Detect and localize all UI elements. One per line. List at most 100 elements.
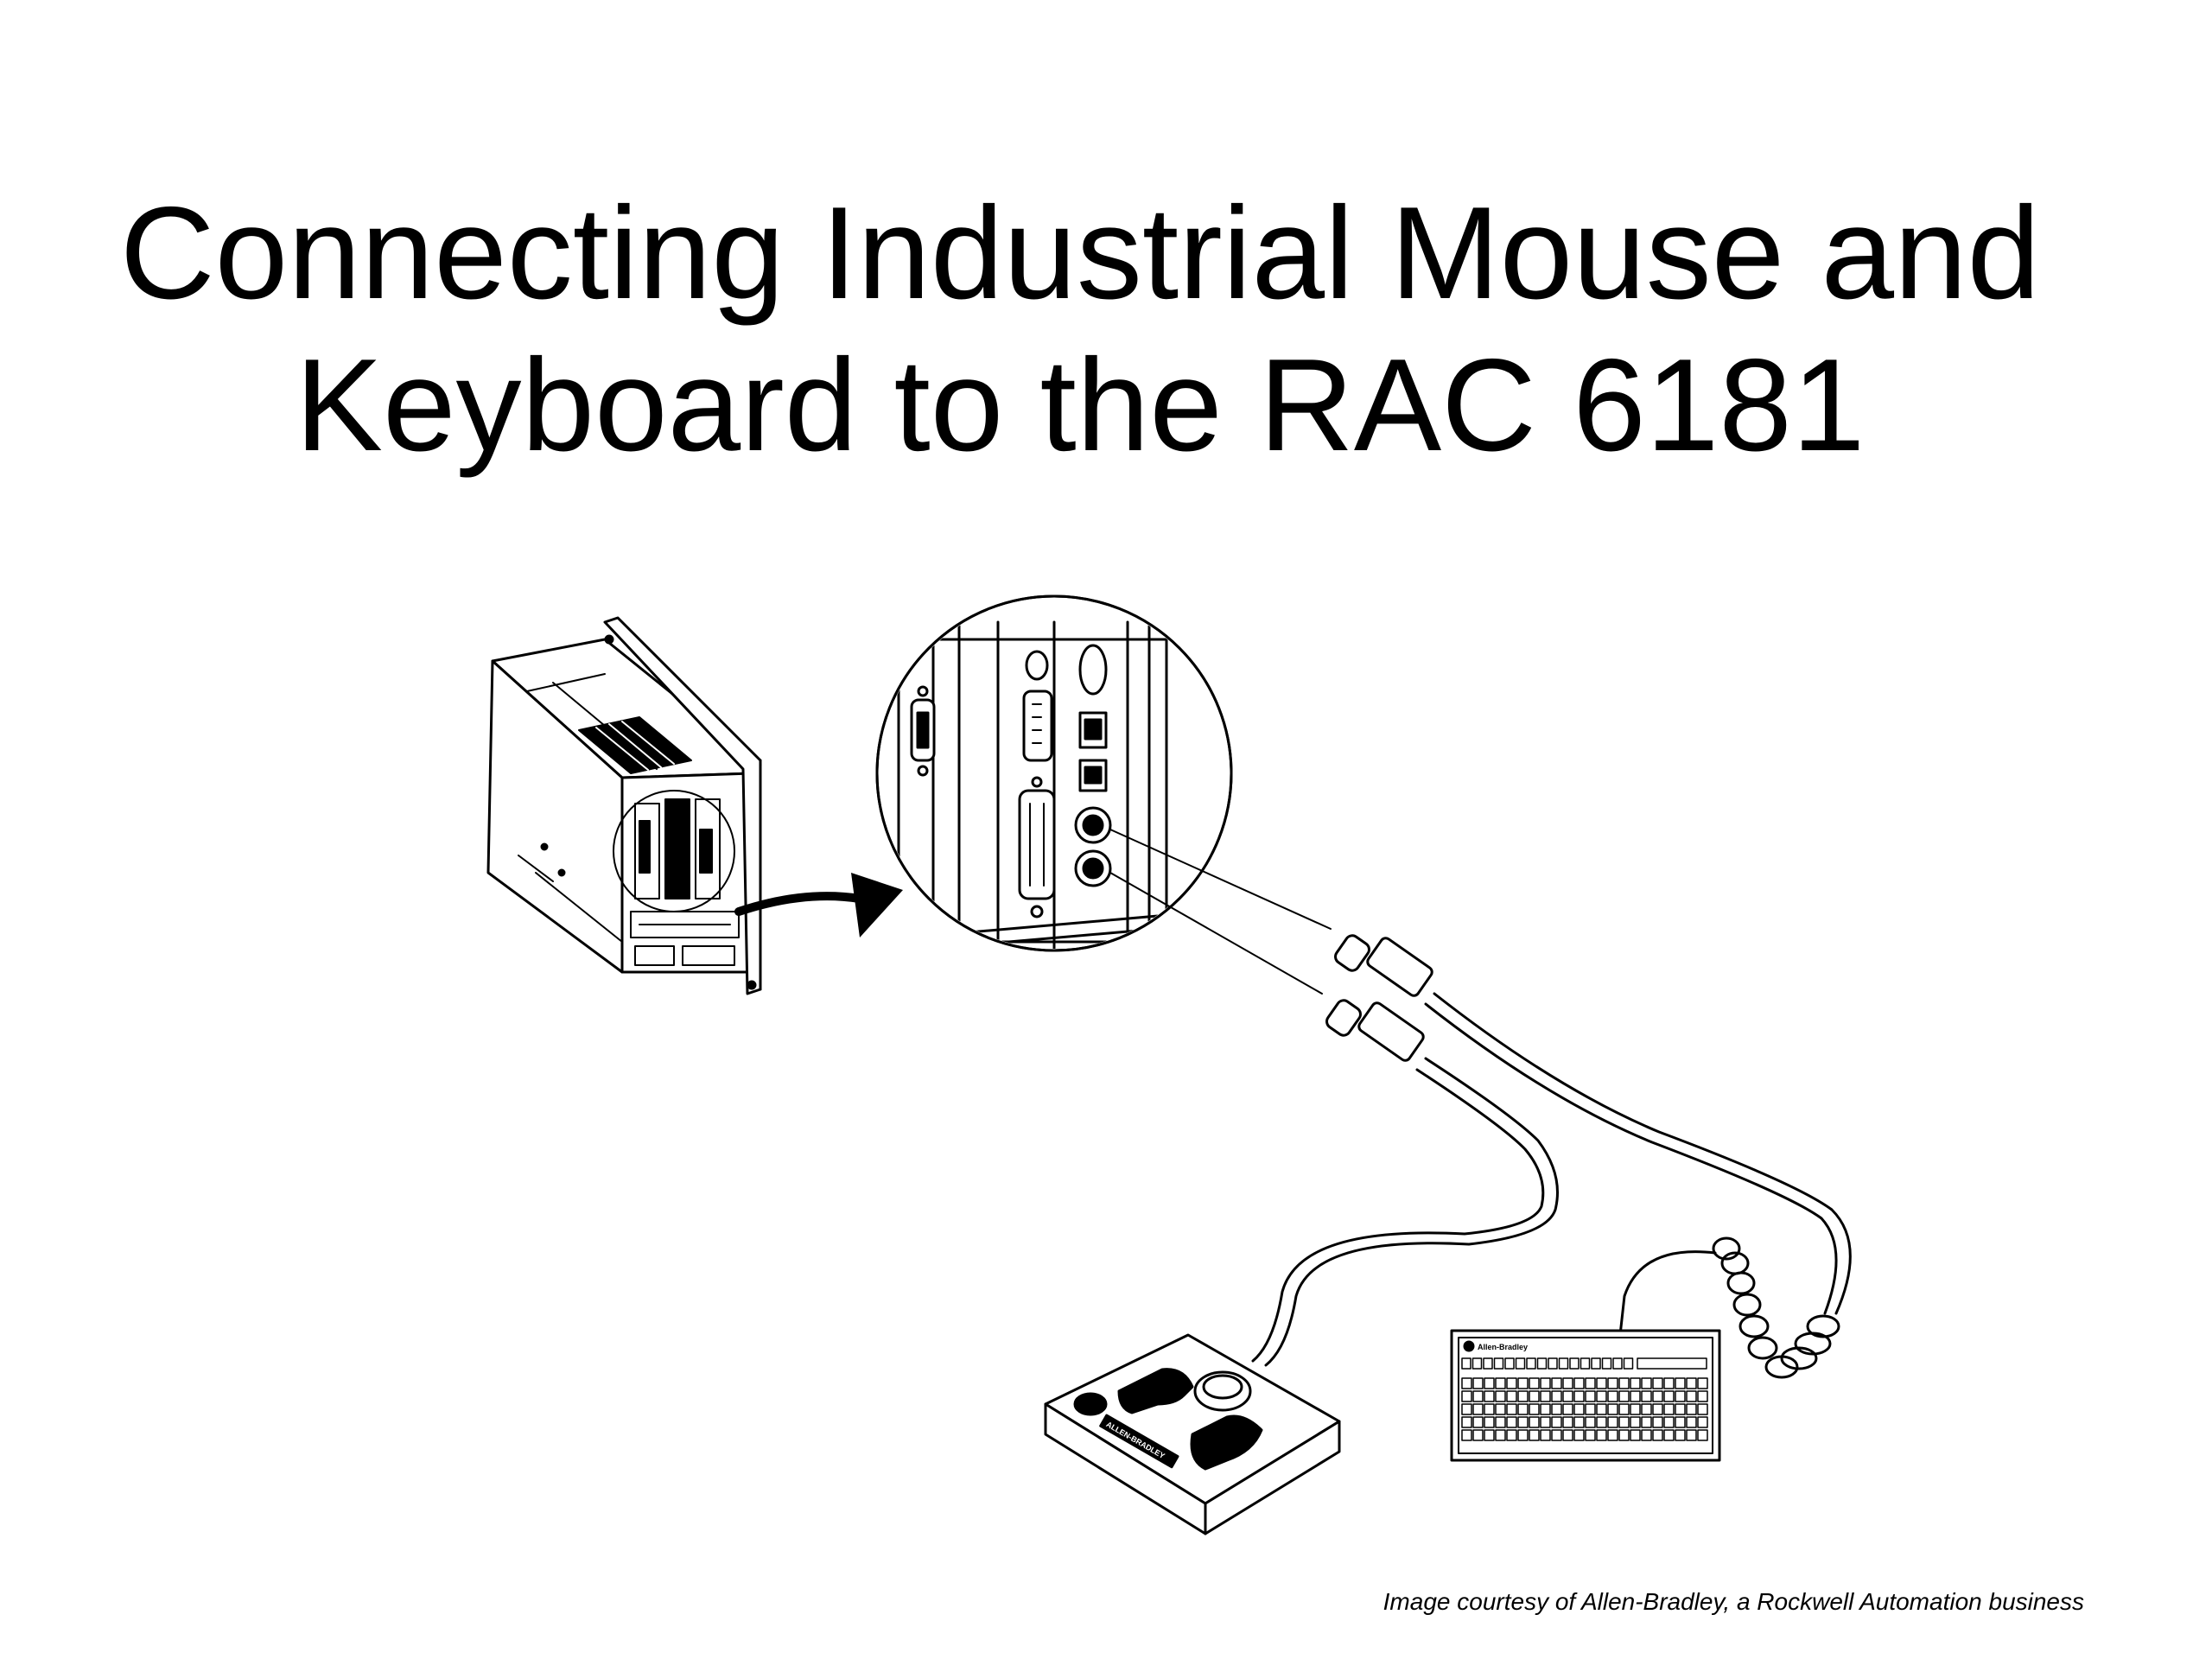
keyboard-key [1686, 1429, 1697, 1441]
keyboard-key [1686, 1390, 1697, 1402]
keyboard-key [1652, 1390, 1663, 1402]
keyboard-key [1663, 1416, 1675, 1428]
keyboard-key [1675, 1390, 1686, 1402]
keyboard-key [1529, 1403, 1540, 1415]
keyboard-function-key [1536, 1357, 1548, 1370]
keyboard-key [1585, 1390, 1596, 1402]
keyboard-key [1529, 1377, 1540, 1389]
keyboard-key [1585, 1416, 1596, 1428]
keyboard-key [1472, 1403, 1484, 1415]
keyboard-function-key [1623, 1357, 1634, 1370]
keyboard-key [1618, 1390, 1630, 1402]
keyboard-key [1618, 1377, 1630, 1389]
keyboard-function-key [1601, 1357, 1612, 1370]
keyboard-key [1517, 1377, 1529, 1389]
keyboard-key [1697, 1390, 1708, 1402]
keyboard-key [1517, 1429, 1529, 1441]
ps2-port-keyboard [1074, 806, 1112, 844]
keyboard-logo-text: Allen-Bradley [1478, 1343, 1528, 1351]
keyboard-key [1675, 1416, 1686, 1428]
keyboard-key [1607, 1377, 1618, 1389]
keyboard-key [1472, 1377, 1484, 1389]
keyboard-key [1630, 1390, 1641, 1402]
keyboard-key [1663, 1403, 1675, 1415]
keyboard-cable [1424, 992, 1852, 1379]
keyboard-key [1585, 1377, 1596, 1389]
keyboard-key [1697, 1416, 1708, 1428]
keyboard-key [1573, 1403, 1585, 1415]
zoom-arrow [734, 873, 903, 938]
keyboard-function-key [1504, 1357, 1515, 1370]
keyboard-key [1529, 1390, 1540, 1402]
keyboard-key [1573, 1416, 1585, 1428]
keyboard-key [1641, 1416, 1652, 1428]
keyboard-key [1506, 1416, 1517, 1428]
keyboard-key [1596, 1390, 1607, 1402]
keyboard-key [1540, 1390, 1551, 1402]
keyboard-key [1585, 1403, 1596, 1415]
keyboard-key [1663, 1390, 1675, 1402]
keyboard-key [1484, 1416, 1495, 1428]
keyboard-key [1517, 1390, 1529, 1402]
keyboard-function-key [1612, 1357, 1623, 1370]
keyboard-key [1618, 1429, 1630, 1441]
image-credit-caption: Image courtesy of Allen-Bradley, a Rockw… [1382, 1588, 2084, 1615]
keyboard-key [1551, 1429, 1562, 1441]
keyboard-key [1630, 1377, 1641, 1389]
expansion-slots [634, 798, 721, 899]
trackball-right-button [1190, 1414, 1263, 1471]
keyboard-keys [1461, 1357, 1708, 1441]
slide-title: Connecting Industrial Mouse and Keyboard… [0, 177, 2160, 481]
trackball-left-button [1117, 1368, 1194, 1414]
keyboard-key [1506, 1403, 1517, 1415]
keyboard-key [1461, 1416, 1472, 1428]
trackball-round-button [1073, 1392, 1108, 1416]
keyboard-key [1506, 1429, 1517, 1441]
keyboard-key [1472, 1429, 1484, 1441]
keyboard-key [1641, 1377, 1652, 1389]
keyboard-key [1562, 1377, 1573, 1389]
keyboard-key [1652, 1416, 1663, 1428]
keyboard-key [1686, 1377, 1697, 1389]
keyboard-key [1641, 1429, 1652, 1441]
keyboard-key [1461, 1390, 1472, 1402]
keyboard-key [1495, 1377, 1506, 1389]
keyboard-key [1663, 1377, 1675, 1389]
keyboard-key [1562, 1403, 1573, 1415]
keyboard-function-key [1526, 1357, 1536, 1370]
keyboard-key [1630, 1403, 1641, 1415]
keyboard-key [1652, 1377, 1663, 1389]
keyboard-key [1697, 1377, 1708, 1389]
keyboard-key [1551, 1403, 1562, 1415]
keyboard-plug [1334, 934, 1433, 997]
keyboard-key [1472, 1416, 1484, 1428]
keyboard-key [1506, 1377, 1517, 1389]
keyboard-key [1517, 1403, 1529, 1415]
keyboard-key [1540, 1416, 1551, 1428]
keyboard-function-key [1580, 1357, 1591, 1370]
keyboard-key [1495, 1403, 1506, 1415]
keyboard-key [1607, 1416, 1618, 1428]
keyboard-key [1461, 1429, 1472, 1441]
mouse-plug [1325, 999, 1425, 1062]
keyboard-key [1697, 1429, 1708, 1441]
slide-title-line-2: Keyboard to the RAC 6181 [295, 332, 1866, 479]
keyboard-key [1641, 1390, 1652, 1402]
keyboard-key [1472, 1390, 1484, 1402]
keyboard-function-key [1483, 1357, 1493, 1370]
keyboard-key [1529, 1429, 1540, 1441]
keyboard-key [1562, 1429, 1573, 1441]
keyboard-key [1573, 1429, 1585, 1441]
keyboard-key [1697, 1403, 1708, 1415]
keyboard-function-key [1471, 1357, 1483, 1370]
keyboard-function-key [1461, 1357, 1471, 1370]
keyboard-key [1607, 1429, 1618, 1441]
keyboard-key [1484, 1429, 1495, 1441]
industrial-keyboard: Allen-Bradley [1450, 1329, 1721, 1462]
keyboard-function-key [1591, 1357, 1601, 1370]
keyboard-key [1484, 1403, 1495, 1415]
keyboard-function-key [1569, 1357, 1580, 1370]
keyboard-key [1551, 1390, 1562, 1402]
